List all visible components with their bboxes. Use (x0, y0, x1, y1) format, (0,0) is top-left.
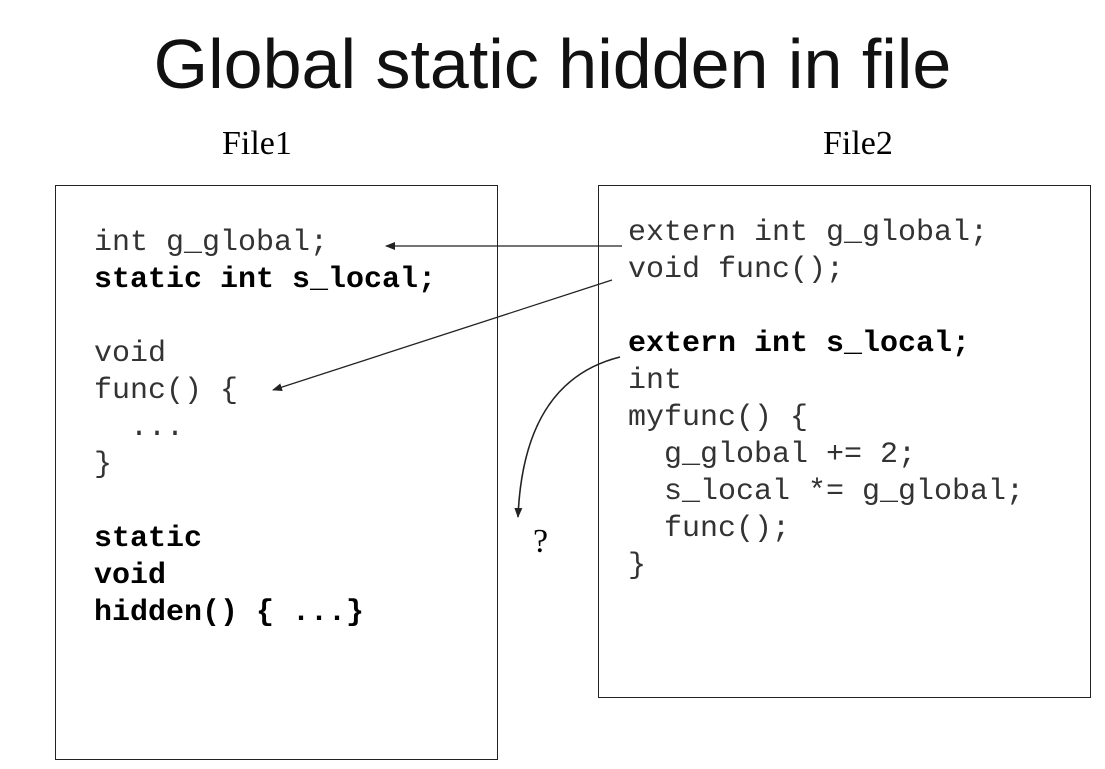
arrow-func (272, 279, 613, 392)
file1-line: static int s_local; (94, 263, 437, 297)
file1-line: func() { (94, 374, 239, 408)
file2-line: extern int s_local; (628, 327, 971, 361)
file1-line: ... (94, 411, 185, 445)
file2-line: func(); (628, 512, 791, 546)
file2-line: int (628, 364, 683, 398)
file1-box (55, 185, 498, 760)
file1-line: hidden() { ...} (94, 596, 365, 630)
file1-line: int g_global; (94, 226, 329, 260)
file2-line: g_global += 2; (628, 438, 917, 472)
file2-line: extern int g_global; (628, 216, 989, 250)
arrow-s-local (514, 356, 621, 518)
file1-line: static (94, 522, 203, 556)
file1-line: void (94, 337, 167, 371)
file2-label: File2 (823, 125, 893, 162)
file1-line: void (94, 559, 167, 593)
file2-box (598, 185, 1091, 698)
file1-line: } (94, 448, 113, 482)
file2-code: extern int g_global;void func(); extern … (628, 215, 1024, 585)
file1-label: File1 (222, 125, 292, 162)
question-mark: ? (533, 523, 549, 560)
file2-line: void func(); (628, 253, 845, 287)
file2-line: } (628, 549, 647, 583)
file2-line: myfunc() { (628, 401, 809, 435)
slide-title: Global static hidden in file (153, 25, 952, 103)
file2-line: s_local *= g_global; (628, 475, 1025, 509)
